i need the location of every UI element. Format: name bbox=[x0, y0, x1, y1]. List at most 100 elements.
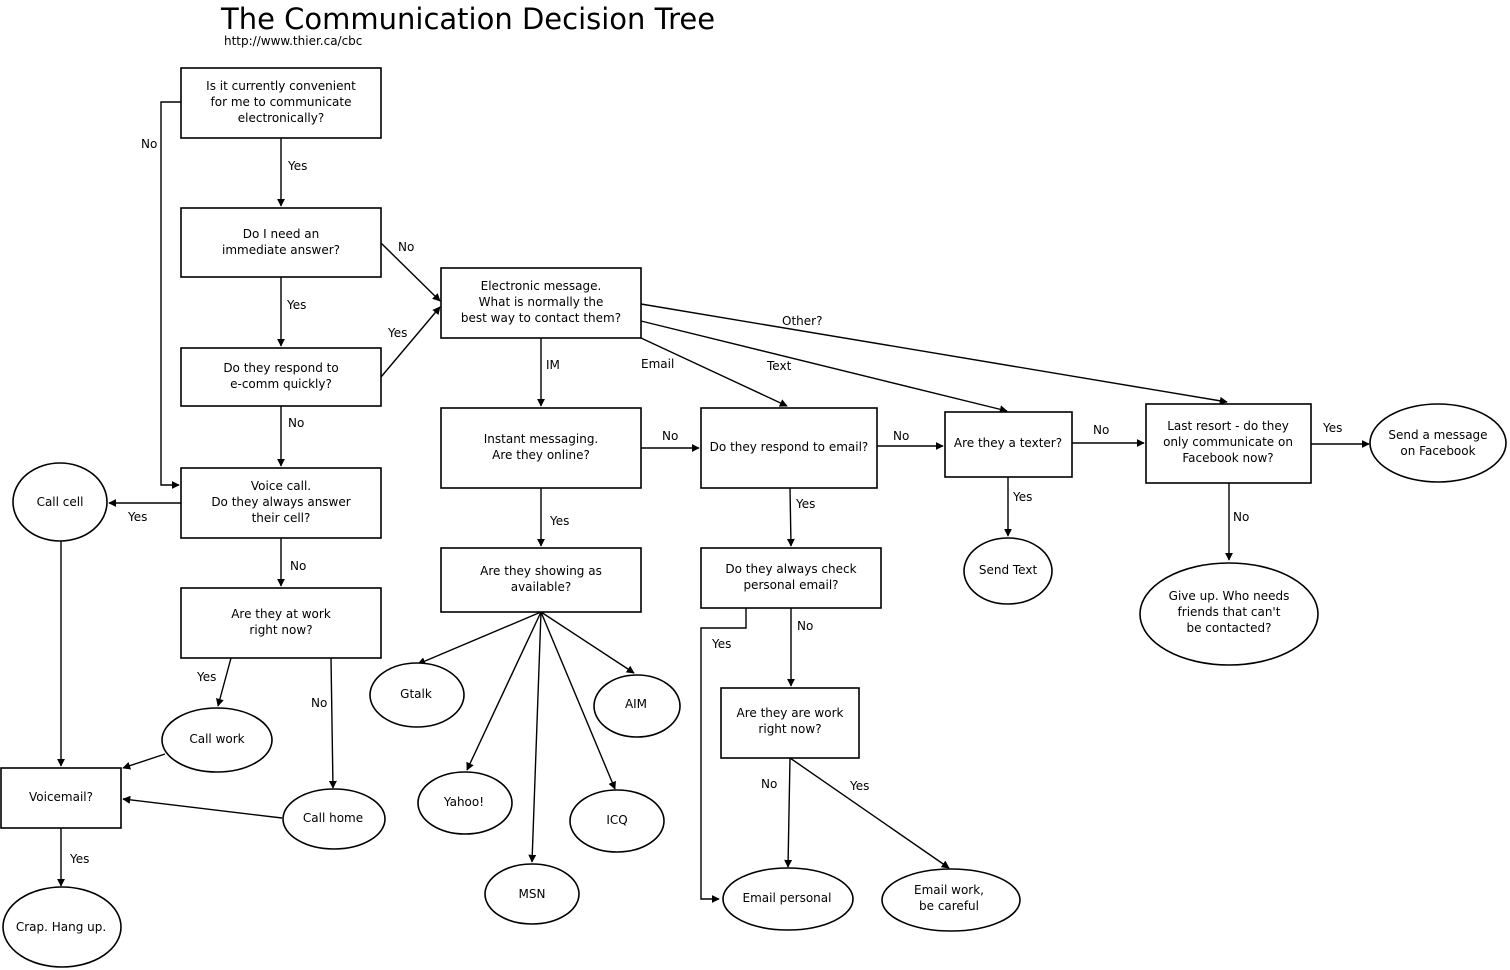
label-texter-yes: Yes bbox=[1012, 490, 1032, 504]
node-text-line: Are they showing as bbox=[480, 564, 602, 578]
label-are-work-yes: Yes bbox=[849, 779, 869, 793]
node-are-work bbox=[720, 687, 860, 759]
node-electronic bbox=[440, 267, 642, 339]
node-text-line: right now? bbox=[758, 722, 821, 736]
node-send-text bbox=[963, 537, 1053, 605]
node-hang-up bbox=[2, 886, 122, 968]
label-instant-yes: Yes bbox=[549, 514, 569, 528]
label-respond-email-no: No bbox=[893, 429, 909, 443]
node-at-work-text: Are they at work right now? bbox=[231, 607, 331, 637]
diagram-title: The Communication Decision Tree bbox=[221, 2, 716, 36]
edge-check-personal-yes bbox=[700, 608, 747, 903]
node-icq-text: ICQ bbox=[606, 813, 627, 827]
node-text-line: be careful bbox=[919, 899, 979, 913]
node-facebook-text: Send a message on Facebook bbox=[1388, 428, 1487, 458]
node-text-line: Voice call. bbox=[251, 479, 311, 493]
node-facebook bbox=[1369, 403, 1507, 483]
node-convenient-text: Is it currently convenient for me to comm… bbox=[206, 79, 356, 125]
node-immediate-text: Do I need an immediate answer? bbox=[222, 227, 340, 257]
edge-electronic-email bbox=[640, 337, 788, 407]
node-text-line: Email personal bbox=[743, 891, 832, 905]
node-text-line: Do I need an bbox=[243, 227, 320, 241]
node-text-line: Electronic message. bbox=[481, 279, 602, 293]
node-text-line: electronically? bbox=[238, 111, 324, 125]
edge-at-work-yes bbox=[216, 657, 232, 707]
node-call-cell bbox=[12, 462, 108, 542]
node-call-work-text: Call work bbox=[189, 732, 244, 746]
node-text-line: Are they at work bbox=[231, 607, 331, 621]
node-check-personal bbox=[700, 547, 882, 609]
node-text-line: their cell? bbox=[252, 511, 311, 525]
node-text-line: Call work bbox=[189, 732, 244, 746]
node-text-line: Call cell bbox=[37, 495, 84, 509]
label-electronic-email: Email bbox=[641, 357, 674, 371]
node-text-line: Do they always check bbox=[725, 562, 856, 576]
edge-respond-email-yes bbox=[786, 487, 795, 547]
label-at-work-yes: Yes bbox=[196, 670, 216, 684]
label-electronic-im: IM bbox=[546, 358, 560, 372]
node-text-line: immediate answer? bbox=[222, 243, 340, 257]
label-electronic-other: Other? bbox=[782, 314, 822, 328]
node-text-line: Give up. Who needs bbox=[1169, 589, 1290, 603]
node-text-line: Gtalk bbox=[400, 687, 432, 701]
node-respond-email bbox=[700, 407, 878, 489]
node-text-line: on Facebook bbox=[1400, 444, 1475, 458]
node-voicemail bbox=[0, 767, 122, 829]
node-texter bbox=[944, 411, 1073, 478]
node-text-line: e-comm quickly? bbox=[230, 377, 332, 391]
label-immediate-yes: Yes bbox=[286, 298, 306, 312]
edge-are-work-yes bbox=[789, 757, 950, 869]
node-text-line: Is it currently convenient bbox=[206, 79, 356, 93]
node-text-line: Are they online? bbox=[492, 448, 590, 462]
node-text-line: only communicate on bbox=[1163, 435, 1293, 449]
node-respond-email-text: Do they respond to email? bbox=[710, 440, 869, 454]
node-hang-up-text: Crap. Hang up. bbox=[16, 920, 106, 934]
edge-respond-ecomm-yes bbox=[380, 306, 441, 378]
edge-available-aim bbox=[540, 611, 635, 674]
label-convenient-no: No bbox=[141, 137, 157, 151]
node-gtalk-text: Gtalk bbox=[400, 687, 432, 701]
node-voice-call bbox=[180, 467, 382, 539]
node-texter-text: Are they a texter? bbox=[954, 436, 1062, 450]
label-check-personal-no: No bbox=[797, 619, 813, 633]
node-yahoo-text: Yahoo! bbox=[443, 795, 484, 809]
node-call-home bbox=[282, 788, 386, 850]
diagram-subtitle-url: http://www.thier.ca/cbc bbox=[224, 34, 363, 48]
edge-available-icq bbox=[540, 611, 616, 790]
node-text-line: be contacted? bbox=[1186, 621, 1271, 635]
node-aim-text: AIM bbox=[625, 697, 647, 711]
node-text-line: Send a message bbox=[1388, 428, 1487, 442]
node-call-work bbox=[161, 707, 273, 773]
node-text-line: Do they always answer bbox=[211, 495, 350, 509]
node-at-work bbox=[180, 587, 382, 659]
label-immediate-no: No bbox=[398, 240, 414, 254]
edge-available-yahoo bbox=[466, 611, 542, 771]
edge-call-home-voicemail bbox=[122, 795, 283, 819]
node-text-line: AIM bbox=[625, 697, 647, 711]
node-text-line: for me to communicate bbox=[211, 95, 352, 109]
node-text-line: right now? bbox=[249, 623, 312, 637]
edge-call-work-voicemail bbox=[122, 753, 166, 770]
node-aim bbox=[593, 674, 681, 738]
node-gtalk bbox=[369, 662, 465, 728]
node-call-cell-text: Call cell bbox=[37, 495, 84, 509]
node-showing-available bbox=[440, 547, 642, 613]
node-email-personal-text: Email personal bbox=[743, 891, 832, 905]
edge-available-msn bbox=[528, 611, 542, 863]
node-respond-ecomm bbox=[180, 347, 382, 407]
node-text-line: friends that can't bbox=[1178, 605, 1281, 619]
label-instant-no: No bbox=[662, 429, 678, 443]
node-voicemail-text: Voicemail? bbox=[29, 790, 93, 804]
node-convenient bbox=[180, 67, 382, 139]
node-msn bbox=[484, 863, 580, 925]
node-email-personal bbox=[722, 867, 854, 931]
node-text-line: MSN bbox=[519, 887, 546, 901]
node-text-line: Do they respond to bbox=[223, 361, 338, 375]
node-text-line: Voicemail? bbox=[29, 790, 93, 804]
label-check-personal-yes: Yes bbox=[711, 637, 731, 651]
node-email-work bbox=[881, 868, 1021, 932]
